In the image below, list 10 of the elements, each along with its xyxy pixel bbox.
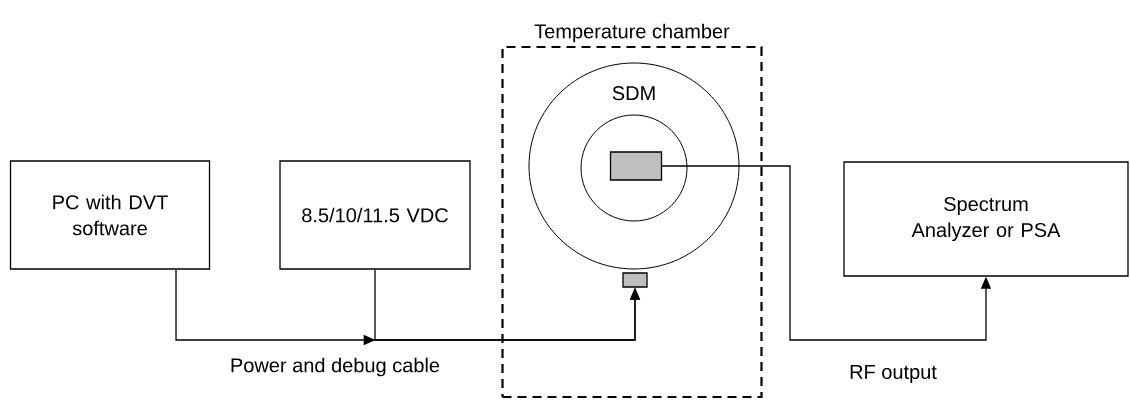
component-block [622,272,648,288]
heading: Temperature chamber [534,23,730,43]
component-block [609,151,663,181]
edge-label: Power and debug cable [228,356,442,378]
inner-circle [580,114,688,222]
device-box: Spectrum Analyzer or PSA [843,161,1129,277]
device-box: 8.5/10/11.5 VDC [279,160,471,270]
module-label: SDM [612,86,655,101]
device-box: PC with DVT software [9,160,211,270]
edge-label: RF output [848,364,938,384]
